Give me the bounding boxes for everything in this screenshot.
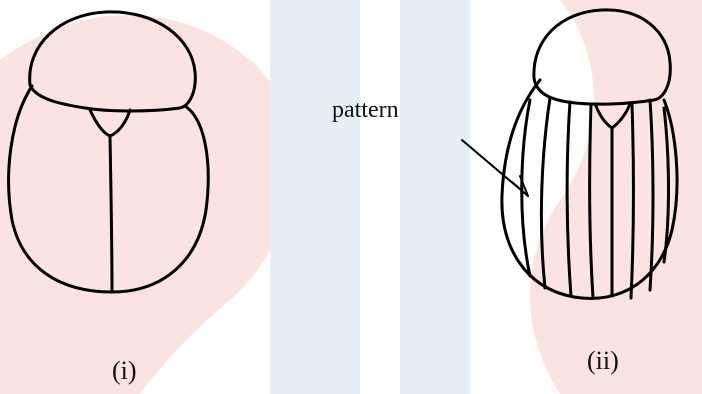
watermark-right-blue: [400, 0, 470, 394]
watermark-left-pink: [0, 15, 294, 394]
figure-label-i: (i): [112, 356, 137, 386]
pattern-arrow: [462, 140, 528, 196]
pattern-arrow-head: [512, 176, 528, 196]
figure-label-ii: (ii): [587, 346, 619, 376]
watermark-left-blue: [270, 0, 360, 394]
pattern-label: pattern: [332, 97, 399, 124]
